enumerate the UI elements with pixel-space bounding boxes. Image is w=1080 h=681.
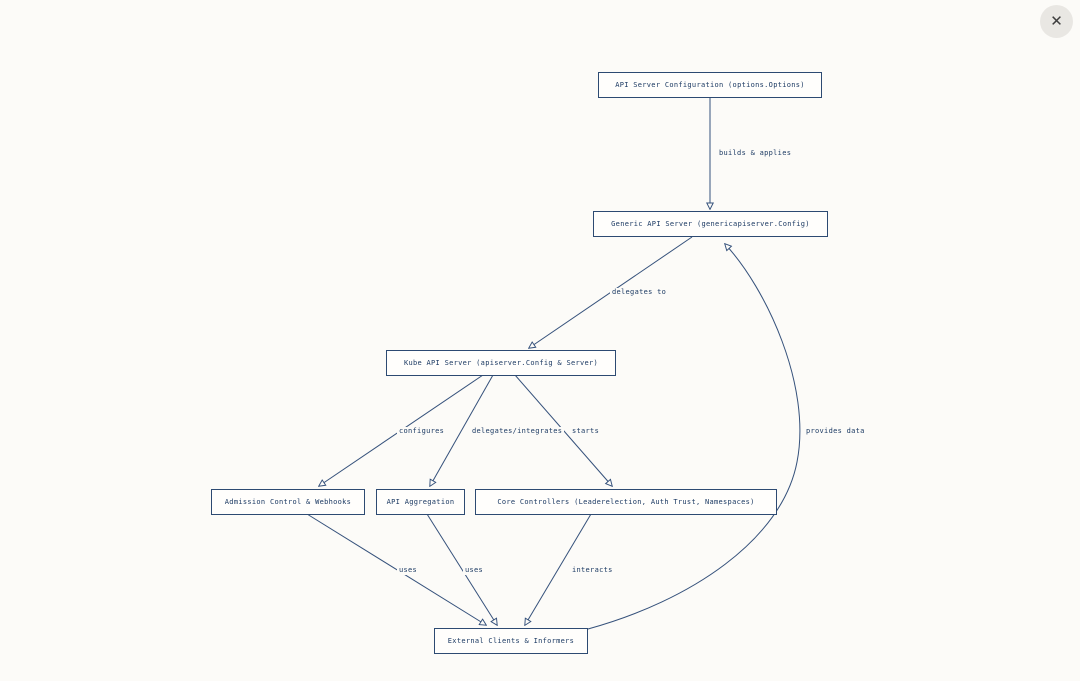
node-generic-api-server: Generic API Server (genericapiserver.Con… bbox=[593, 211, 828, 237]
node-admission-control-webhooks: Admission Control & Webhooks bbox=[211, 489, 365, 515]
edge-label-configures: configures bbox=[397, 427, 447, 436]
edge-interacts bbox=[525, 513, 592, 625]
node-api-server-configuration: API Server Configuration (options.Option… bbox=[598, 72, 822, 98]
node-kube-api-server: Kube API Server (apiserver.Config & Serv… bbox=[386, 350, 616, 376]
edge-label-delegates-to: delegates to bbox=[610, 288, 669, 297]
edge-uses-admission bbox=[306, 513, 486, 625]
edge-label-provides-data: provides data bbox=[804, 427, 867, 436]
edge-label-uses-admission: uses bbox=[397, 566, 420, 575]
node-external-clients-informers: External Clients & Informers bbox=[434, 628, 588, 654]
edge-label-interacts: interacts bbox=[570, 566, 615, 575]
edge-provides-data bbox=[587, 244, 801, 630]
edge-uses-aggregation bbox=[426, 513, 497, 625]
edge-label-delegates-integrates: delegates/integrates bbox=[470, 427, 565, 436]
edge-label-starts: starts bbox=[570, 427, 602, 436]
edge-delegates-integrates bbox=[430, 374, 494, 486]
close-button[interactable]: ✕ bbox=[1040, 5, 1073, 38]
node-core-controllers: Core Controllers (Leaderelection, Auth T… bbox=[475, 489, 777, 515]
edge-label-uses-aggregation: uses bbox=[463, 566, 486, 575]
node-api-aggregation: API Aggregation bbox=[376, 489, 465, 515]
edge-label-builds-applies: builds & applies bbox=[717, 149, 794, 158]
